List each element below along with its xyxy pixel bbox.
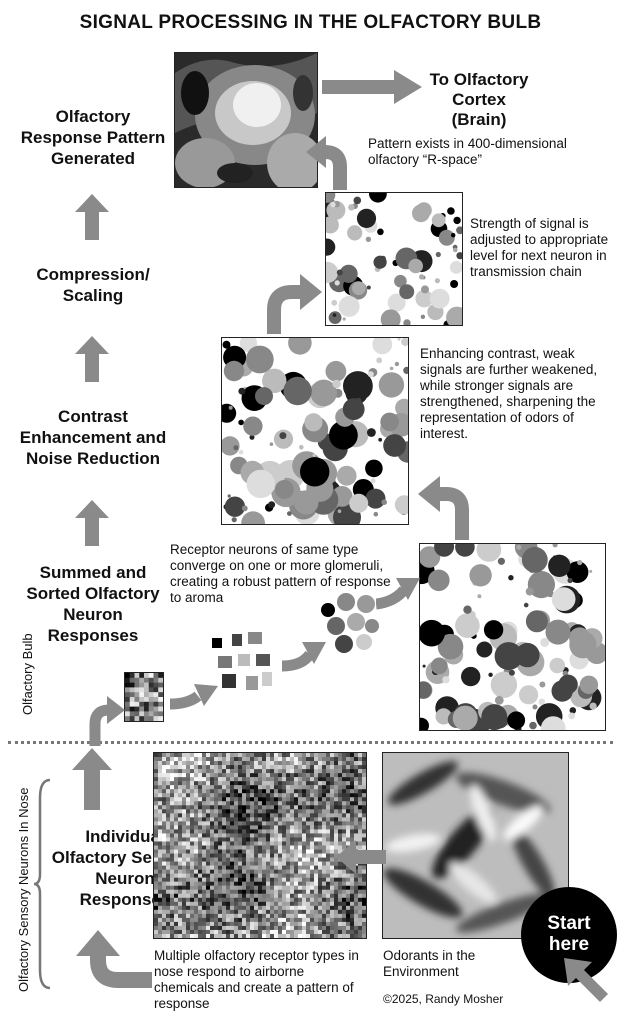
glomeruli-shapes-icon [212,632,272,690]
right-arrow-icon [322,70,422,104]
curved-arrow-icon [282,642,326,672]
diagonal-arrow-icon [564,958,608,1002]
here-label: here [548,934,590,955]
credit: ©2025, Randy Mosher [383,992,504,1006]
summed-panel [419,543,606,731]
stage-response-pattern: Olfactory Response Pattern Generated [20,107,166,168]
side-label-nose: Olfactory Sensory Neurons In Nose [16,787,31,992]
stage-summed: Summed and Sorted Olfactory Neuron Respo… [26,563,160,645]
curved-arrow-icon [418,476,469,540]
enhancing-note: Enhancing contrast, weak signals are fur… [420,346,598,441]
up-arrow-icon [72,748,112,810]
compression-panel [325,192,463,326]
up-arrow-icon [75,500,109,546]
curved-arrow-icon [89,696,125,746]
noise-patch [124,672,164,722]
r-space-note: Pattern exists in 400-dimensional olfact… [368,136,567,167]
odorants-note: Odorants in the Environment [383,948,476,979]
glomeruli-cluster-icon [321,593,379,653]
curved-arrow-icon [76,930,152,988]
to-cortex-label: To Olfactory Cortex (Brain) [429,70,529,129]
response-pattern-image [174,52,318,188]
curved-arrow-icon [306,136,347,190]
converge-note: Receptor neurons of same type converge o… [170,542,391,605]
curved-arrow-icon [267,274,322,334]
section-divider [8,741,613,744]
up-arrow-icon [75,336,109,382]
side-label-bulb: Olfactory Bulb [20,633,35,715]
curved-arrow-icon [170,684,218,710]
bracket-icon [33,778,51,990]
stage-compression: Compression/ Scaling [36,265,150,305]
stage-contrast: Contrast Enhancement and Noise Reduction [19,407,167,468]
left-arrow-icon [336,840,386,874]
page-title: SIGNAL PROCESSING IN THE OLFACTORY BULB [79,12,542,33]
contrast-panel [221,337,409,525]
up-arrow-icon [75,194,109,240]
curved-arrow-icon [376,578,420,610]
sensory-response-panel [153,752,367,939]
strength-note: Strength of signal is adjusted to approp… [470,216,609,279]
start-label: Start [547,913,591,934]
multiple-receptors-note: Multiple olfactory receptor types in nos… [154,948,359,1011]
